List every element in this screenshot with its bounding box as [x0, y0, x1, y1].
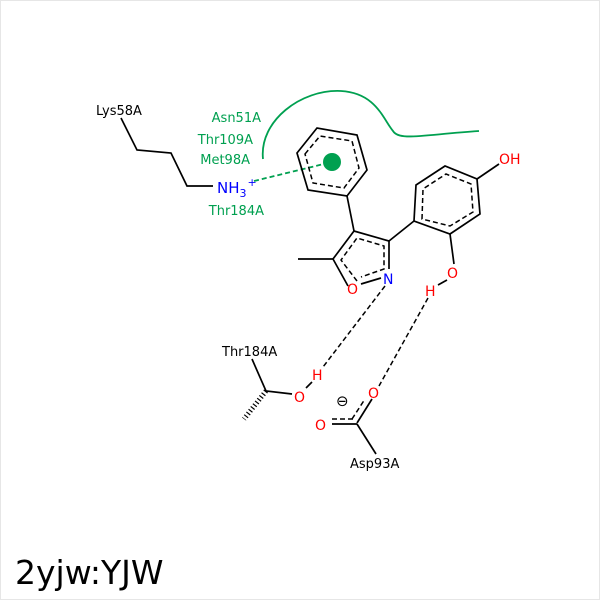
residue-label-met98a: Met98A [200, 153, 250, 168]
hydroxyl-para: OH [499, 152, 521, 168]
isoxazole-ring [331, 230, 390, 287]
asp-oxygen-2: O [315, 418, 326, 434]
asp-side-chain [356, 423, 377, 455]
negative-charge-icon: ⊖ [336, 392, 349, 410]
isoxazole-aromatic [340, 237, 385, 282]
diagram-title: 2yjw:YJW [15, 553, 164, 592]
ring-centroid [323, 153, 341, 171]
n-o-bond [360, 277, 382, 285]
thr-side-chain [251, 358, 293, 395]
residue-label-asp93a: Asp93A [350, 457, 399, 472]
residue-label-asn51a: Asn51A [212, 111, 261, 126]
isoxazole-oxygen: O [347, 282, 358, 298]
phenyl-aromatic [304, 135, 360, 189]
thr-oxygen: O [294, 390, 305, 406]
ortho-oh-bond [449, 233, 455, 265]
lys-side-chain [120, 117, 213, 187]
hbond-n-thr184 [322, 285, 386, 368]
hydrophobic-contact-curve [262, 90, 480, 160]
nh3-atom: NH3+ [217, 176, 257, 200]
thr-o-h-bond [305, 381, 313, 389]
phenyl-ring [296, 127, 368, 197]
hydroxyl-ortho-oxygen: O [447, 266, 458, 282]
resorcinol-aromatic [421, 173, 474, 227]
asp-c-o-bond [356, 398, 373, 424]
biaryl-bond [388, 220, 415, 242]
residue-label-thr109a: Thr109A [197, 133, 253, 148]
residue-label-thr184a: Thr184A [221, 345, 277, 360]
asp-c-o-delocalized [351, 398, 366, 420]
hbond-oh-asp93 [378, 297, 429, 387]
o-h-bond [437, 279, 448, 286]
hydroxyl-ortho-hydrogen: H [425, 284, 436, 300]
phenyl-bond [346, 195, 355, 232]
resorcinol-ring [413, 165, 481, 235]
oh-bond [476, 163, 500, 180]
thr-hydrogen: H [312, 368, 323, 384]
isoxazole-nitrogen: N [383, 272, 393, 288]
hashed-wedge-bond [242, 389, 268, 421]
residue-label-lys58a: Lys58A [96, 104, 142, 119]
asp-oxygen-1: O [368, 386, 379, 402]
cation-pi-interaction [253, 161, 333, 182]
residue-label-thr184a-green: Thr184A [208, 204, 264, 219]
